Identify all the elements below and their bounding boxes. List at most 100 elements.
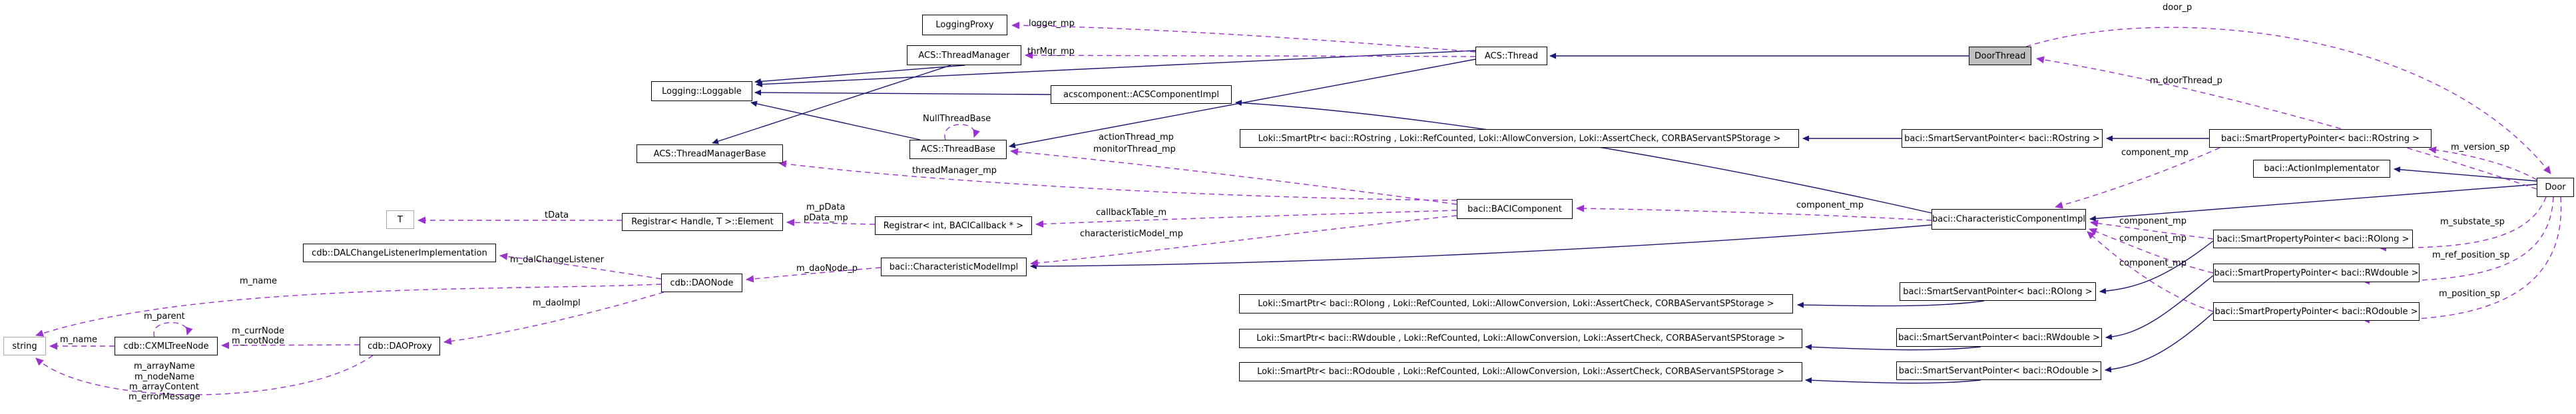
edge-door-spp-rostring [2428,146,2537,180]
node-loggable[interactable]: Logging::Loggable [651,81,752,101]
edge-label-m-substate-sp: m_substate_sp [2440,217,2505,227]
edge-label-characteristicmodel-mp: characteristicModel_mp [1080,229,1183,239]
edge-doorthread-door [2025,27,2551,174]
node-threadbase[interactable]: ACS::ThreadBase [909,140,1007,159]
edge-ssp-rolong-loki-rolong [1797,300,1985,308]
node-dalchangelistener[interactable]: cdb::DALChangeListenerImplementation [303,244,496,262]
edge-threadmanager-threadmanagerbase [712,65,951,144]
edge-cxmltreenode-selfloop [153,321,193,337]
edge-ccimpl-charmodel [1030,224,1932,270]
node-bacicomponent[interactable]: baci::BACIComponent [1457,199,1573,219]
edge-door-ccimpl [2089,184,2537,222]
edge-spp-rolong-ssp-rolong [2099,240,2214,294]
node-reg-element[interactable]: Registrar< Handle, T >::Element [622,213,783,231]
edge-ssp-rwdouble-loki-rwdouble [1805,343,1981,351]
edge-label-m-position-sp: m_position_sp [2439,289,2501,299]
edge-label-m-arrayname: m_arrayName [134,361,195,371]
edge-label-m-ref-position-sp: m_ref_position_sp [2432,250,2510,260]
edge-label-m-daonode-p: m_daoNode_p [796,264,858,274]
edge-door-spp-rolong [2378,196,2547,252]
edge-label-m-arraycontent: m_arrayContent [129,382,199,392]
edge-label-m-dalchangelistener: m_dalChangeListener [510,255,605,265]
edge-label-m-version-sp: m_version_sp [2451,142,2510,152]
edge-acsthread-loggingproxy [1011,21,1476,53]
node-cxmltreenode[interactable]: cdb::CXMLTreeNode [115,337,218,355]
edge-label-thrmgr-mp: thrMgr_mp [1027,47,1075,57]
edge-spp-rwdouble-ssp-rwdouble [2105,275,2214,340]
node-loki-rodouble[interactable]: Loki::SmartPtr< baci::ROdouble , Loki::R… [1239,362,1802,381]
edge-label-component-mp-rostring: component_mp [2121,148,2189,158]
node-loki-rostring[interactable]: Loki::SmartPtr< baci::ROstring , Loki::R… [1240,129,1799,148]
edge-label-m-rootnode: m_rootNode [232,336,285,346]
edge-door-doorthread [2036,56,2537,190]
edge-daonode-string-mname [35,284,662,337]
edge-daoproxy-string [35,355,374,395]
node-spp-rolong[interactable]: baci::SmartPropertyPointer< baci::ROlong… [2213,230,2413,248]
node-spp-rodouble[interactable]: baci::SmartPropertyPointer< baci::ROdoub… [2213,302,2420,321]
edge-acscomponentimpl-loggable [754,89,1051,96]
node-daoproxy[interactable]: cdb::DAOProxy [360,337,440,355]
node-ssp-rostring[interactable]: baci::SmartServantPointer< baci::ROstrin… [1902,129,2103,148]
node-template-t[interactable]: T [386,210,414,229]
edge-door-actionimplementator [2394,166,2537,182]
edge-acsthread-threadmanager [1025,51,1476,59]
node-ccimpl[interactable]: baci::CharacteristicComponentImpl [1932,209,2086,230]
node-acscomponentimpl[interactable]: acscomponent::ACSComponentImpl [1051,85,1232,104]
edge-label-tdata: tData [545,210,569,220]
edge-label-m-nodename: m_nodeName [134,372,194,382]
node-ssp-rwdouble[interactable]: baci::SmartServantPointer< baci::RWdoubl… [1896,328,2102,347]
node-door[interactable]: Door [2537,178,2574,197]
node-loki-rwdouble[interactable]: Loki::SmartPtr< baci::RWdouble , Loki::R… [1239,329,1802,348]
edge-bacicomponent-reg-int [1035,210,1457,228]
edge-ssp-rodouble-loki-rodouble [1805,377,1981,384]
node-spp-rwdouble[interactable]: baci::SmartPropertyPointer< baci::RWdoub… [2213,264,2420,282]
node-reg-int[interactable]: Registrar< int, BACICallback * > [875,216,1032,235]
edge-label-threadmanager-mp: threadManager_mp [912,166,997,176]
edge-charmodel-daonode [746,267,882,283]
edge-label-m-parent: m_parent [144,311,185,321]
edge-daonode-daoproxy [443,292,664,345]
edge-label-m-currnode: m_currNode [232,326,284,336]
edge-label-m-name-cxml: m_name [60,335,98,345]
edge-spp-rodouble-ccimpl [2087,231,2214,312]
edge-label-m-doorthread-p: m_doorThread_p [2150,76,2222,86]
edge-label-actionthread-mp: actionThread_mp [1099,132,1174,142]
edge-label-component-mp-bacicomponent: component_mp [1796,200,1864,210]
node-loki-rolong[interactable]: Loki::SmartPtr< baci::ROlong , Loki::Ref… [1239,294,1793,313]
edge-spp-rodouble-ssp-rodouble [2105,312,2214,373]
edge-label-m-errormessage: m_errorMessage [129,392,200,402]
node-acsthread[interactable]: ACS::Thread [1475,47,1547,65]
edge-threadbase-loggable [750,101,921,140]
node-threadmanager[interactable]: ACS::ThreadManager [907,45,1021,65]
edge-label-door-p: door_p [2163,3,2192,13]
edge-ccimpl-bacicomponent [1576,204,1932,221]
edge-daonode-dalchangelistener [499,252,662,280]
edge-bacicomponent-charmodel [1030,215,1457,267]
edge-label-nullthreadbase: NullThreadBase [923,114,991,124]
node-string[interactable]: string [3,337,46,355]
edge-label-component-mp-rolong: component_mp [2119,216,2187,226]
edge-label-m-daoimpl: m_daoImpl [533,298,581,308]
node-doorthread[interactable]: DoorThread [1969,47,2031,65]
node-threadmanagerbase[interactable]: ACS::ThreadManagerBase [637,144,783,163]
edge-label-monitorthread-mp: monitorThread_mp [1093,144,1176,154]
node-loggingproxy[interactable]: LoggingProxy [922,15,1007,35]
edge-bacicomponent-threadmanagerbase [778,160,1457,201]
edge-spp-rostring-ccimpl [2055,147,2220,209]
edge-acsthread-loggable [756,50,1476,88]
edge-label-pdata-mp: pData_mp [804,213,848,223]
node-spp-rostring[interactable]: baci::SmartPropertyPointer< baci::ROstri… [2209,129,2432,148]
node-charmodel[interactable]: baci::CharacteristicModelImpl [881,258,1027,276]
node-ssp-rodouble[interactable]: baci::SmartServantPointer< baci::ROdoubl… [1896,361,2101,380]
edge-ccimpl-acscomponentimpl [1235,100,1932,214]
edge-bacicomponent-threadbase [1010,148,1457,205]
node-ssp-rolong[interactable]: baci::SmartServantPointer< baci::ROlong … [1900,282,2096,301]
node-actionimplementator[interactable]: baci::ActionImplementator [2253,160,2390,178]
edge-label-m-pdata: m_pData [806,202,846,212]
edge-door-spp-rwdouble [2362,196,2554,285]
edge-label-component-mp-rodouble: component_mp [2119,258,2187,268]
node-daonode[interactable]: cdb::DAONode [661,274,742,292]
edge-threadbase-selfloop [944,124,980,140]
